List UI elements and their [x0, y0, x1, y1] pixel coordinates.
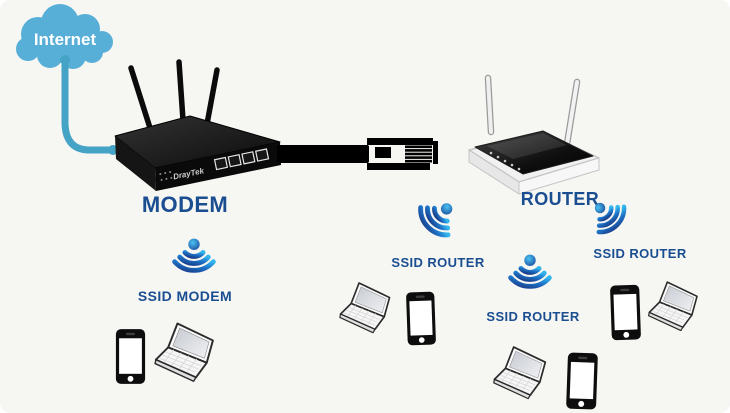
- laptop-icon: [493, 346, 547, 400]
- phone-home-button: [623, 331, 630, 338]
- laptop-icon: [339, 282, 391, 334]
- router-label: ROUTER: [520, 189, 600, 209]
- rj45-plug-icon: [367, 138, 438, 170]
- router-led-lights: [489, 151, 521, 171]
- wifi-signal-icon-router-middle: [508, 254, 552, 289]
- internet-label: Internet: [34, 30, 97, 49]
- ssid-router-label-right: SSID ROUTER: [593, 246, 687, 261]
- ssid-modem-label: SSID MODEM: [137, 288, 233, 304]
- laptop-icon: [648, 281, 698, 332]
- modem-label: MODEM: [141, 192, 229, 217]
- phone-speaker: [415, 295, 425, 298]
- smartphone-icon: [406, 291, 436, 346]
- smartphone-icon: [610, 284, 641, 341]
- phone-speaker: [620, 288, 630, 292]
- phone-speaker: [578, 356, 588, 360]
- smartphone-icon: [566, 352, 598, 410]
- laptop-screen: [354, 286, 387, 314]
- smartphone-icon: [115, 329, 146, 384]
- laptop-screen: [172, 327, 210, 359]
- phone-home-button: [418, 337, 425, 343]
- ssid-router-label-middle: SSID ROUTER: [486, 309, 580, 324]
- wifi-signal-icon-router-right: [594, 202, 627, 235]
- ethernet-cable: [277, 138, 438, 170]
- ssid-router-label-left: SSID ROUTER: [391, 255, 485, 270]
- phone-speaker: [125, 332, 136, 336]
- wifi-signal-icon-router-left: [418, 203, 453, 238]
- router-device: [468, 74, 600, 195]
- router-antenna-icons: [484, 74, 581, 148]
- phone-home-button: [578, 400, 585, 407]
- wifi-signal-icon-modem: [172, 238, 216, 273]
- laptop-screen: [663, 285, 695, 312]
- laptop-icon: [154, 322, 214, 382]
- modem-led-lights: [159, 171, 173, 181]
- laptop-screen: [509, 350, 543, 379]
- modem-antenna-icons: [128, 59, 220, 131]
- modem-ethernet-ports: [213, 148, 270, 171]
- modem-device: DrayTek: [114, 59, 281, 191]
- phone-home-button: [127, 375, 134, 382]
